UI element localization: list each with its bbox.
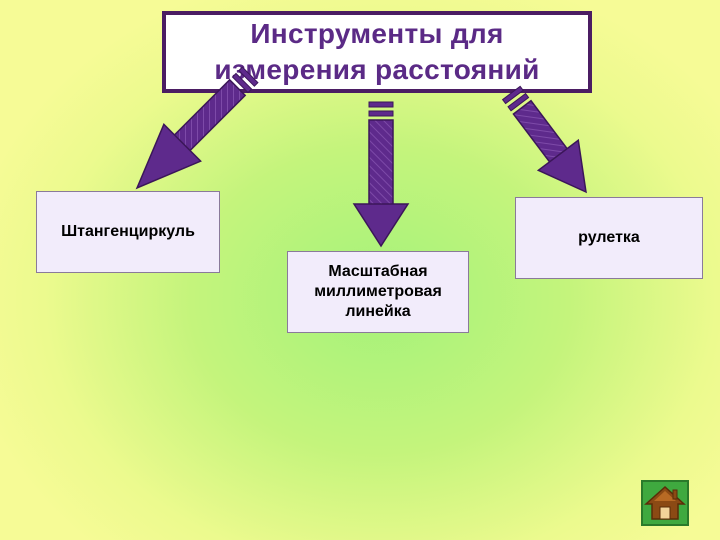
node-scale-ruler-line-1: Масштабная — [328, 263, 428, 280]
node-scale-ruler-line-3: линейка — [345, 303, 411, 320]
node-tape-measure: рулетка — [515, 197, 703, 279]
node-caliper: Штангенциркуль — [36, 191, 220, 273]
arrow-to-left — [135, 66, 259, 190]
home-icon — [644, 485, 686, 520]
node-scale-ruler-line-2: миллиметровая — [314, 283, 442, 300]
node-scale-ruler: Масштабная миллиметровая линейка — [287, 251, 469, 333]
arrow-to-center — [352, 101, 410, 248]
node-scale-ruler-label: Масштабная миллиметровая линейка — [314, 262, 442, 322]
node-caliper-label: Штангенциркуль — [61, 223, 195, 240]
title-line-2: измерения расстояний — [214, 54, 540, 85]
title-line-1: Инструменты для — [250, 18, 504, 49]
node-tape-measure-label: рулетка — [578, 229, 640, 246]
title-box: Инструменты для измерения расстояний — [162, 11, 592, 93]
home-button[interactable] — [641, 480, 689, 526]
arrow-to-right — [501, 85, 587, 194]
